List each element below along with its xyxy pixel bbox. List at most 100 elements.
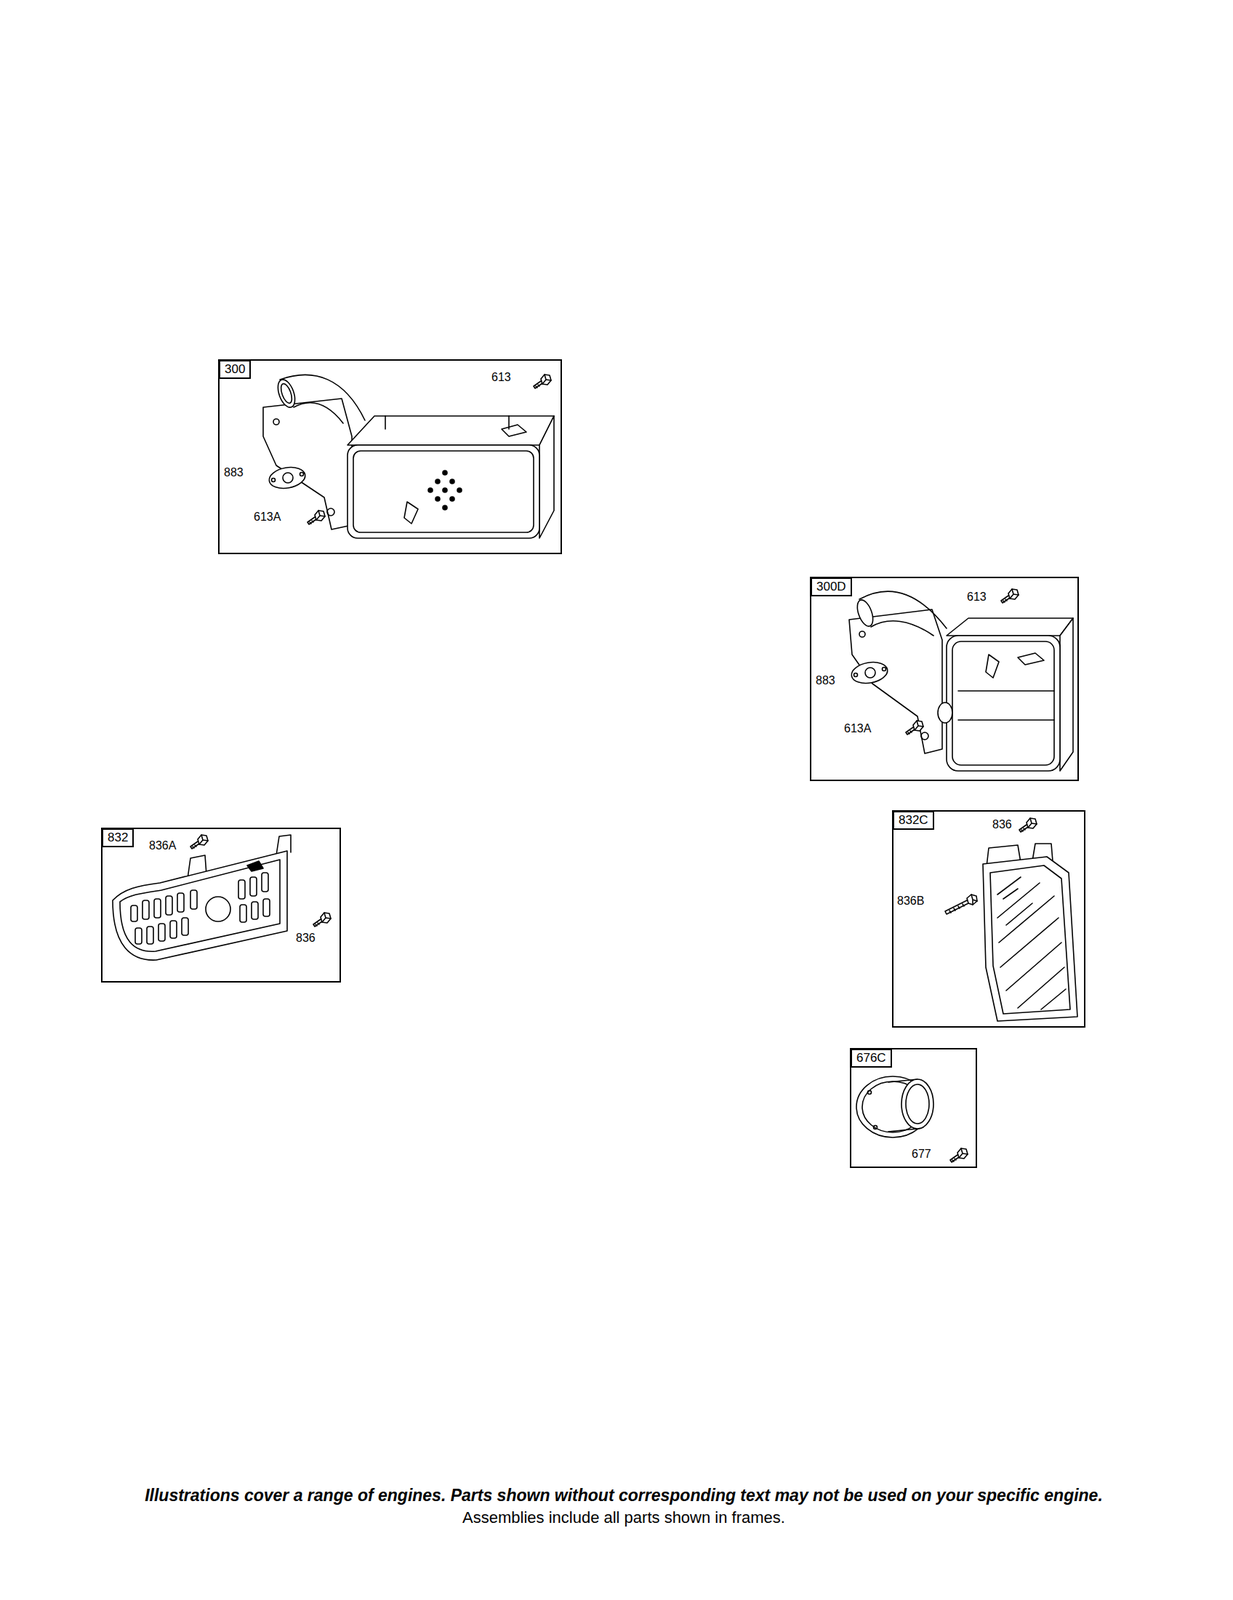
illustration-part <box>263 898 270 917</box>
frame-label: 832C <box>892 810 935 830</box>
illustration-part <box>1059 617 1074 771</box>
muffler-guard-832c <box>945 817 1078 1021</box>
illustration-part <box>952 641 1055 765</box>
illustration-part <box>435 496 440 501</box>
illustration-part <box>868 1090 872 1095</box>
illustration-part <box>119 859 280 951</box>
frame-label: 676C <box>850 1048 893 1068</box>
callout-number: 613A <box>843 721 872 736</box>
illustration-part <box>273 418 280 425</box>
callout-number: 836 <box>295 931 317 945</box>
illustration-part <box>946 617 1074 636</box>
footer-note: Assemblies include all parts shown in fr… <box>462 1507 786 1527</box>
muffler-300 <box>263 374 554 538</box>
illustration-part <box>882 667 887 672</box>
illustration-part <box>353 450 534 533</box>
illustration-part <box>945 894 978 914</box>
illustration-part <box>985 654 999 678</box>
illustration-part <box>313 912 331 927</box>
illustration-part <box>274 377 299 410</box>
illustration-part <box>450 479 455 484</box>
illustration-part <box>239 904 247 922</box>
callout-number: 613 <box>490 370 512 384</box>
illustration-part <box>539 415 554 538</box>
callout-number: 613A <box>252 510 282 524</box>
illustration-part <box>501 424 527 437</box>
illustration-part <box>112 850 288 960</box>
illustration-part <box>435 479 440 484</box>
illustration-part <box>251 901 259 919</box>
illustration-part <box>937 702 953 723</box>
frame-label: 300 <box>218 359 251 379</box>
illustration-part <box>1019 817 1037 832</box>
illustration-part <box>190 889 198 909</box>
illustration-part <box>997 876 1066 1010</box>
illustration-part <box>1001 588 1019 603</box>
parts-frame: 300 <box>218 359 562 554</box>
illustration-part <box>854 597 877 629</box>
callout-number: 836A <box>148 838 177 853</box>
illustration-part <box>442 487 448 493</box>
illustration-part <box>901 1078 934 1129</box>
callout-number: 883 <box>814 673 837 688</box>
callout-number: 613 <box>966 590 988 604</box>
illustration-part <box>946 635 1060 771</box>
illustration-part <box>870 620 934 636</box>
illustration-part <box>921 732 929 740</box>
illustration-part <box>1003 888 1033 925</box>
illustration-part <box>958 690 1055 720</box>
parts-frame: 832C <box>892 809 1086 1028</box>
callout-number: 883 <box>223 466 245 480</box>
illustration-part <box>279 382 295 405</box>
muffler-300d <box>849 588 1074 771</box>
illustration-part <box>146 926 154 944</box>
footer-note: Illustrations cover a range of engines. … <box>144 1484 1103 1505</box>
illustration-part <box>181 917 189 935</box>
illustration-part <box>442 505 448 510</box>
illustration-part <box>442 470 448 475</box>
illustration-part <box>905 720 924 735</box>
callout-number: 836 <box>991 817 1013 831</box>
illustration-part <box>261 872 269 892</box>
illustration-part <box>190 834 208 849</box>
illustration-part <box>205 896 231 922</box>
illustration-part <box>457 487 462 493</box>
illustration-part <box>982 856 1078 1021</box>
callout-number: 836B <box>896 894 925 908</box>
illustration-part <box>142 900 150 919</box>
illustration-part <box>865 667 876 678</box>
callout-number: 677 <box>910 1147 933 1161</box>
illustration-part <box>1017 652 1044 665</box>
illustration-part <box>135 927 142 944</box>
illustration-part <box>950 1147 968 1162</box>
illustration-part <box>282 472 293 483</box>
exhaust-ring-676c <box>856 1075 968 1162</box>
muffler-guard-832 <box>112 834 331 960</box>
illustration-part <box>300 472 304 477</box>
illustration-part <box>238 879 246 899</box>
parts-frame: 300D <box>809 576 1079 781</box>
illustration-part <box>450 496 455 501</box>
illustration-part <box>849 659 890 686</box>
illustration-part <box>263 398 352 530</box>
illustration-part <box>271 478 276 483</box>
illustration-part <box>267 464 307 491</box>
illustration-part <box>250 876 257 896</box>
parts-frame: 832 <box>101 827 341 983</box>
illustration-part <box>873 1125 878 1130</box>
illustration-part <box>905 1083 930 1124</box>
illustration-part <box>347 415 554 445</box>
illustration-part <box>293 402 344 424</box>
illustration-part <box>130 905 138 922</box>
illustration-part <box>428 487 433 493</box>
illustration-part <box>859 631 866 637</box>
illustration-part <box>247 860 264 871</box>
illustration-part <box>854 673 858 677</box>
illustration-part <box>177 892 184 912</box>
illustration-part <box>307 510 325 525</box>
illustration-part <box>165 895 173 915</box>
illustration-part <box>158 923 166 941</box>
illustration-part <box>347 444 540 538</box>
